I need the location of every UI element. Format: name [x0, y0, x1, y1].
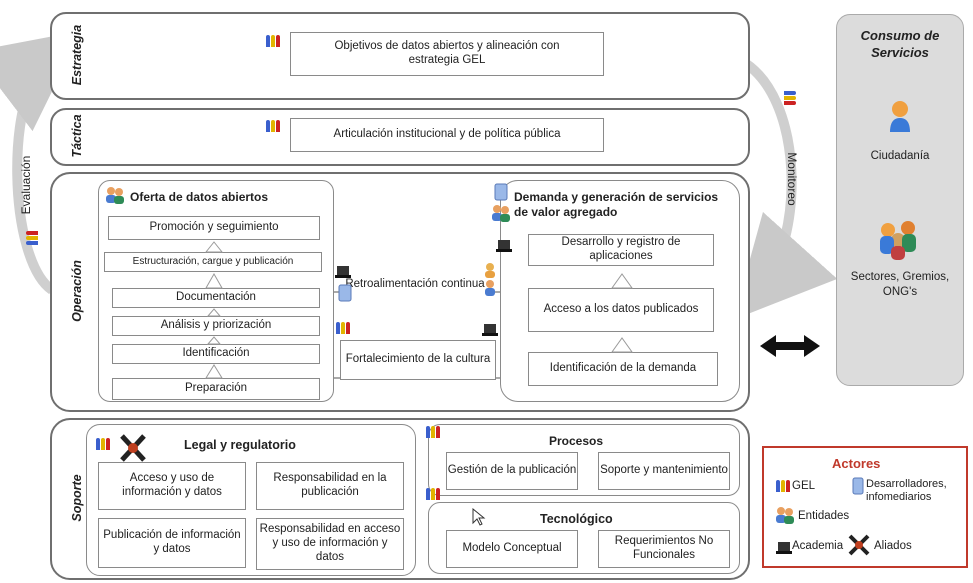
- desarrolladores-icon: [852, 477, 864, 495]
- oferta-item: Promoción y seguimiento: [108, 216, 320, 240]
- entidades-icon: [104, 186, 126, 204]
- sectores-icon: [878, 220, 922, 260]
- estrategia-objective-box: Objetivos de datos abiertos y alineación…: [290, 32, 604, 76]
- gel-people-icon: [426, 488, 440, 500]
- fortalecimiento-box: Fortalecimiento de la cultura: [340, 340, 496, 380]
- tactica-box: Articulación institucional y de política…: [290, 118, 604, 152]
- soporte-label: Soporte: [70, 474, 84, 522]
- actores-title: Actores: [832, 456, 881, 471]
- gel-people-icon: [776, 480, 790, 492]
- gel-people-icon: [266, 120, 280, 132]
- actores-entidades-label: Entidades: [798, 510, 850, 522]
- procesos-item: Soporte y mantenimiento: [598, 452, 730, 490]
- aliados-icon: [848, 534, 870, 556]
- gel-people-icon: [336, 322, 350, 334]
- tecnologico-item: Modelo Conceptual: [446, 530, 578, 568]
- gel-people-icon: [426, 426, 440, 438]
- academia-icon: [335, 262, 351, 278]
- actores-aliados-label: Aliados: [874, 540, 912, 552]
- academia-icon: [496, 236, 512, 252]
- tecnologico-item: Requerimientos No Funcionales: [598, 530, 730, 568]
- ciudadano-icon: [482, 262, 498, 298]
- actores-academia-label: Academia: [792, 540, 844, 552]
- actores-gel-label: GEL: [792, 480, 816, 492]
- desarrolladores-icon: [338, 284, 352, 302]
- legal-item: Responsabilidad en la publicación: [256, 462, 404, 510]
- actores-legend: [762, 446, 968, 568]
- consumo-title: Consumo de Servicios: [860, 28, 940, 60]
- tecnologico-title: Tecnológico: [540, 512, 613, 526]
- demanda-item: Acceso a los datos publicados: [528, 288, 714, 332]
- sectores-label: Sectores, Gremios, ONG's: [850, 271, 950, 298]
- consumo-panel: [836, 14, 964, 386]
- retroalimentacion-box: Retroalimentación continua: [340, 262, 490, 308]
- procesos-title: Procesos: [549, 434, 604, 448]
- actores-desarrolladores-label: Desarrolladores, infomediarios: [866, 478, 947, 504]
- procesos-item: Gestión de la publicación: [446, 452, 578, 490]
- legal-title: Legal y regulatorio: [184, 438, 296, 452]
- gel-people-icon: [266, 35, 280, 47]
- mouse-cursor-icon: [472, 507, 486, 526]
- desarrolladores-icon: [494, 183, 508, 201]
- legal-item: Acceso y uso de información y datos: [98, 462, 246, 510]
- demanda-item: Desarrollo y registro de aplicaciones: [528, 234, 714, 266]
- legal-item: Responsabilidad en acceso y uso de infor…: [256, 518, 404, 570]
- aliados-icon: [120, 434, 146, 462]
- demanda-title: Demanda y generación de servicios de val…: [514, 190, 719, 219]
- entidades-icon: [774, 506, 796, 524]
- entidades-icon: [490, 204, 512, 222]
- gel-people-icon: [96, 438, 110, 450]
- double-arrow-icon: [760, 335, 820, 357]
- ciudadania-label: Ciudadanía: [870, 150, 930, 162]
- academia-icon: [776, 538, 792, 554]
- oferta-title: Oferta de datos abiertos: [130, 190, 269, 204]
- legal-item: Publicación de información y datos: [98, 518, 246, 568]
- ciudadania-icon: [888, 100, 912, 132]
- academia-icon: [482, 320, 498, 336]
- oferta-item: Análisis y priorización: [112, 316, 320, 336]
